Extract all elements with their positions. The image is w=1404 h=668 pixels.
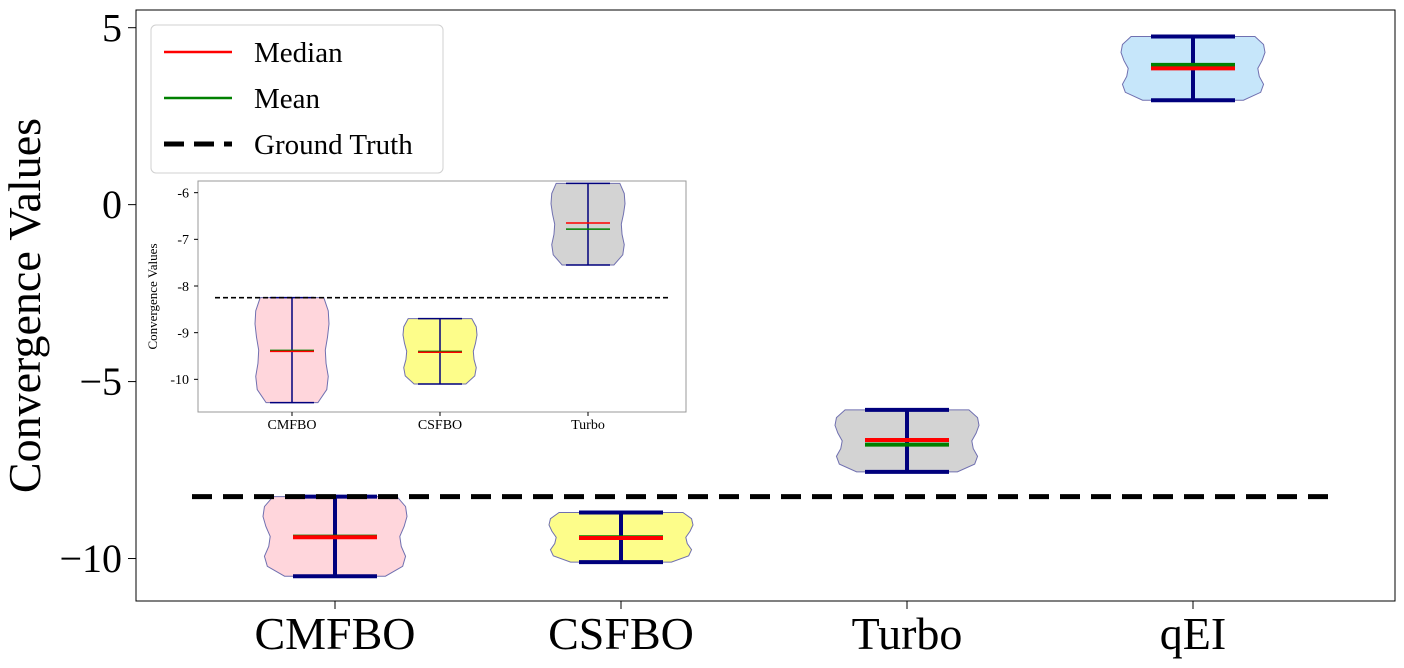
main-violin-cmfbo [262, 494, 408, 579]
main-x-tick-label: Turbo [852, 608, 963, 659]
inset-y-tick-label: -8 [177, 280, 189, 295]
inset-violin-turbo [550, 182, 626, 266]
main-y-tick-label: −5 [79, 359, 122, 404]
legend-box [150, 24, 444, 174]
inset-x-tick-label: CMFBO [267, 418, 316, 433]
main-violin-turbo [834, 407, 980, 474]
legend-label-ground-truth: Ground Truth [254, 129, 413, 161]
main-y-tick-label: −10 [59, 536, 122, 581]
inset-y-axis-label: Convergence Values [145, 243, 160, 349]
main-y-axis-label: Convergence Values [0, 118, 50, 493]
main-y-tick-label: 5 [102, 5, 122, 50]
inset-x-tick-label: Turbo [571, 418, 605, 433]
inset-violin-cmfbo [254, 296, 330, 404]
main-x-tick-label: qEI [1160, 608, 1226, 659]
main-violin-csfbo [548, 510, 694, 565]
main-x-tick-label: CSFBO [548, 608, 694, 659]
main-y-tick-label: 0 [102, 182, 122, 227]
inset-y-tick-label: -7 [177, 233, 189, 248]
inset-y-tick-label: -6 [177, 186, 189, 201]
inset-y-tick-label: -9 [177, 326, 189, 341]
legend-label-mean: Mean [254, 83, 321, 115]
main-violin-qei [1120, 34, 1266, 103]
legend-label-median: Median [254, 37, 343, 69]
inset-y-tick-label: -10 [170, 373, 189, 388]
inset-violin-csfbo [402, 317, 478, 385]
main-x-tick-label: CMFBO [254, 608, 415, 659]
inset-x-tick-label: CSFBO [418, 418, 462, 433]
